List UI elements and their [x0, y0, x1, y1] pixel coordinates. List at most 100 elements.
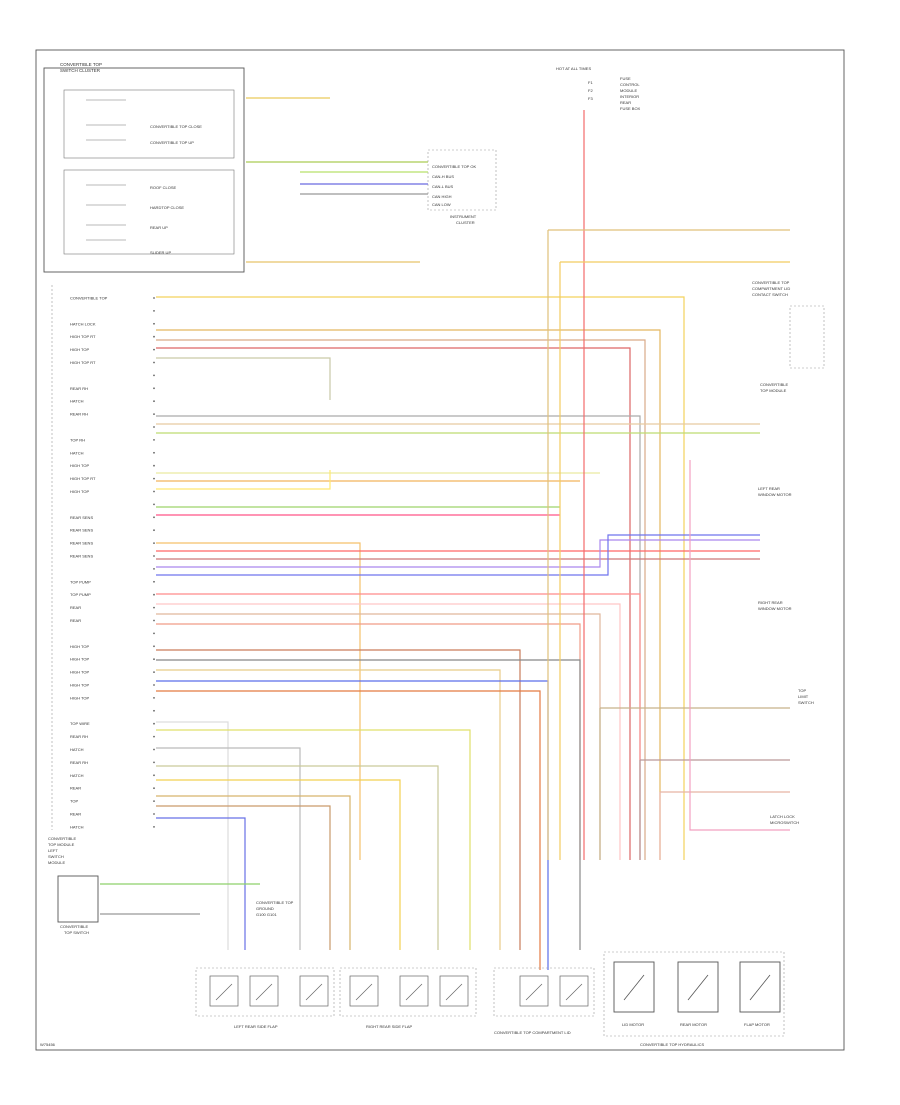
- cluster-row-3: CAN-L BUS: [432, 184, 454, 189]
- right-component-labels: CONVERTIBLE TOP COMPARTMENT LID CONTACT …: [752, 280, 825, 825]
- motor-contact: [623, 974, 645, 1001]
- bottom-motor-3: FLAP MOTOR: [744, 1022, 770, 1027]
- pin-dot: [153, 361, 155, 364]
- left-pin-label: HIGH TOP: [70, 644, 90, 649]
- top-switch-row-6: SLIDER UP: [150, 250, 171, 255]
- power-source-f1: F1: [588, 80, 593, 85]
- switch-glyph: [399, 975, 429, 1007]
- left-pin-label: REAR SENS: [70, 515, 93, 520]
- pin-dot: [153, 426, 155, 428]
- wire: [689, 460, 790, 831]
- left-pin-label: HIGH TOP: [70, 683, 90, 688]
- wire: [639, 759, 790, 860]
- switch-glyph: [439, 975, 469, 1007]
- left-pin-label: HIGH TOP: [70, 670, 90, 675]
- top-switch-row-2: CONVERTIBLE TOP UP: [150, 140, 194, 145]
- wire: [156, 729, 471, 950]
- bottom-group-3: CONVERTIBLE TOP COMPARTMENT LID: [494, 1030, 571, 1035]
- left-lower-1: CONVERTIBLE: [48, 836, 76, 841]
- wire-harness: [100, 97, 790, 970]
- wire: [156, 339, 646, 860]
- switch-glyph: [349, 975, 379, 1007]
- left-pin-label: HIGH TOP RT: [70, 334, 96, 339]
- pin-dot: [153, 735, 155, 738]
- wire: [156, 805, 331, 950]
- left-pin-label: TOP: [70, 799, 78, 804]
- wire: [156, 669, 501, 950]
- left-lower-module: CONVERTIBLE TOP MODULE LEFT SWITCH MODUL…: [48, 836, 99, 935]
- cluster-row-4: CAN HIGH: [432, 194, 452, 199]
- motor-glyph: [677, 961, 719, 1013]
- left-lower-3: LEFT: [48, 848, 58, 853]
- left-pin-label: REAR RH: [70, 386, 88, 391]
- pin-dot: [153, 310, 155, 312]
- pin-dot: [153, 322, 155, 325]
- top-switch-title-2: SWITCH CLUSTER: [60, 68, 101, 73]
- pin-dot: [153, 490, 155, 493]
- power-source: HOT AT ALL TIMES F1 F2 F3 FUSE CONTROL M…: [556, 66, 641, 111]
- left-pin-label: REAR: [70, 618, 81, 623]
- left-lower-switch-box: [57, 875, 99, 923]
- top-switch-row-3: ROOF CLOSE: [150, 185, 177, 190]
- left-pin-label: REAR SENS: [70, 528, 93, 533]
- motor-glyph: [739, 961, 781, 1013]
- wire: [156, 613, 601, 860]
- right-label-4b: WINDOW MOTOR: [758, 606, 792, 611]
- cluster-title-2: CLUSTER: [456, 220, 475, 225]
- wire: [156, 603, 621, 860]
- switch-contact: [565, 983, 583, 1001]
- top-switch-title-1: CONVERTIBLE TOP: [60, 62, 102, 67]
- left-pin-label: HIGH TOP RT: [70, 476, 96, 481]
- power-note-4: INTERIOR: [620, 94, 639, 99]
- left-pin-label: HATCH: [70, 773, 84, 778]
- left-pin-label: CONVERTIBLE TOP: [70, 296, 108, 301]
- pin-dot: [153, 658, 155, 661]
- left-pin-label: TOP PUMP: [70, 592, 91, 597]
- switch-contact: [525, 983, 543, 1001]
- bottom-group-4: CONVERTIBLE TOP HYDRAULICS: [640, 1042, 705, 1047]
- pin-dot: [153, 813, 155, 815]
- right-label-4a: RIGHT REAR: [758, 600, 783, 605]
- top-switch-row-4: HARDTOP CLOSE: [150, 205, 184, 210]
- pin-dot: [153, 684, 155, 686]
- switch-contact: [445, 983, 463, 1001]
- pin-dot: [153, 632, 155, 635]
- pin-dot: [153, 529, 155, 532]
- right-label-3b: WINDOW MOTOR: [758, 492, 792, 497]
- switch-contact: [405, 983, 423, 1001]
- wire: [659, 791, 790, 860]
- wire: [156, 539, 760, 568]
- left-pin-label: REAR RH: [70, 734, 88, 739]
- switch-glyph: [559, 975, 589, 1007]
- cluster-title-1: INSTRUMENT: [450, 214, 477, 219]
- pin-dot: [153, 555, 155, 557]
- wire: [156, 721, 229, 950]
- pin-dot: [153, 297, 155, 299]
- pin-dot: [153, 400, 155, 403]
- ground-label-1: CONVERTIBLE TOP: [256, 900, 294, 905]
- right-label-1b: COMPARTMENT LID: [752, 286, 790, 291]
- pin-dot: [153, 542, 155, 544]
- switch-glyph: [299, 975, 329, 1007]
- switch-glyph: [209, 975, 239, 1007]
- pin-dot: [153, 748, 155, 751]
- pin-dot: [153, 477, 155, 480]
- left-pin-label: TOP PUMP: [70, 579, 91, 584]
- switch-contact: [215, 983, 233, 1001]
- wire: [156, 817, 246, 950]
- power-note-1: FUSE: [620, 76, 631, 81]
- left-pin-label: HIGH TOP: [70, 347, 90, 352]
- left-pin-label: HIGH TOP RT: [70, 360, 96, 365]
- right-label-1a: CONVERTIBLE TOP: [752, 280, 790, 285]
- left-pin-label: REAR: [70, 605, 81, 610]
- left-lower-switch-1: CONVERTIBLE: [60, 924, 88, 929]
- top-switch-cluster: CONVERTIBLE TOP SWITCH CLUSTER CONVERTIB…: [43, 62, 245, 273]
- switch-contact: [305, 983, 323, 1001]
- power-note-5: REAR: [620, 100, 631, 105]
- cluster-row-2: CAN-H BUS: [432, 174, 454, 179]
- right-flap-box: [339, 967, 477, 1017]
- pin-dot: [153, 671, 155, 673]
- power-source-f2: F2: [588, 88, 593, 93]
- right-label-6b: MICROSWITCH: [770, 820, 799, 825]
